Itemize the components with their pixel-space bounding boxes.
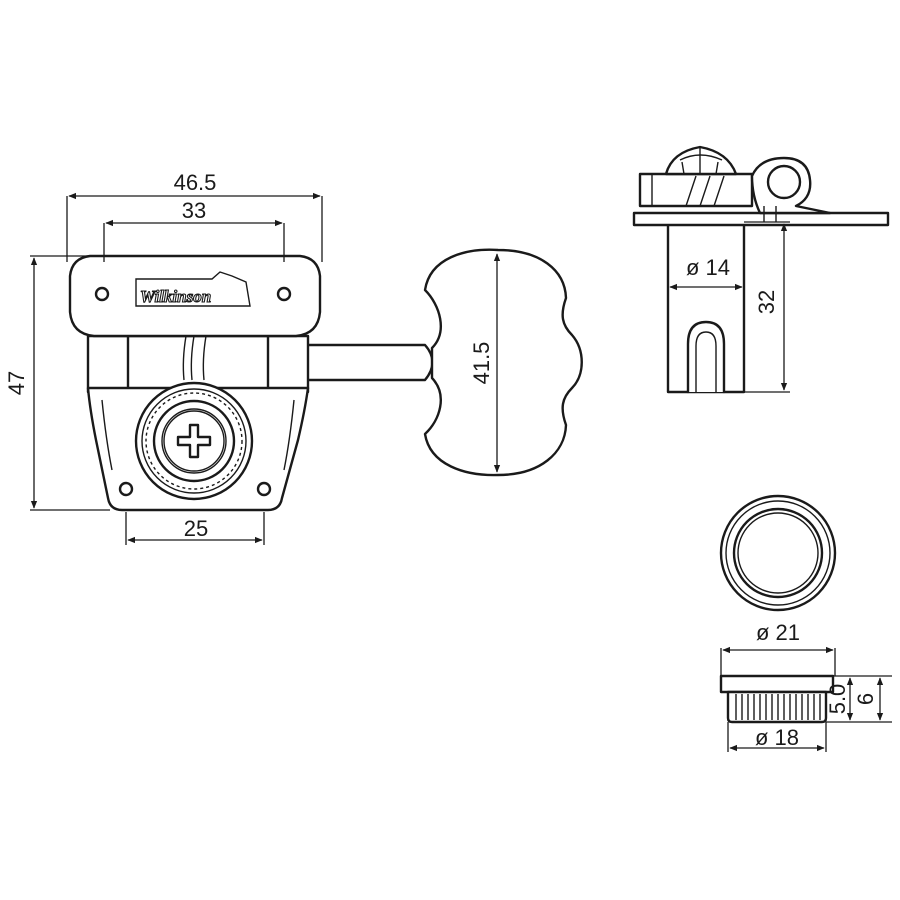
- bushing-top-view: [719, 494, 837, 612]
- top-right-screw-hole: [276, 286, 292, 302]
- phillips-screw-icon: [176, 423, 212, 459]
- dim-height: 47: [4, 371, 29, 395]
- top-left-screw-hole: [94, 286, 110, 302]
- dim-post-height: 32: [754, 290, 779, 314]
- dim-bushing-h1: 5.0: [825, 684, 850, 715]
- bottom-right-screw-hole: [256, 481, 272, 497]
- bushing-side-view: [719, 674, 835, 724]
- dim-bushing-outer: ø 21: [756, 620, 800, 645]
- front-dimension-lines: [30, 192, 501, 545]
- tuner-key-button: [423, 248, 583, 477]
- brand-logo: Wilkinson: [140, 287, 211, 306]
- tuner-side-view: [632, 145, 890, 394]
- dim-bushing-inner: ø 18: [755, 725, 799, 750]
- bushing-flange: [719, 674, 835, 694]
- dim-overall-width: 46.5: [174, 170, 217, 195]
- brand-logo-plate: [135, 271, 251, 307]
- dim-bushing-h2: 6: [853, 693, 878, 705]
- side-dimension-lines: [669, 221, 790, 393]
- dim-button-height: 41.5: [469, 342, 494, 385]
- dim-post-diameter: ø 14: [686, 255, 730, 280]
- dim-bottom-width: 25: [184, 516, 208, 541]
- tuner-shaft: [298, 343, 434, 382]
- tuner-top-plate: [68, 254, 322, 338]
- tuner-front-view: Wilkinson: [68, 248, 583, 512]
- bushing-dimension-lines: [720, 646, 892, 752]
- dim-screw-spacing: 33: [182, 198, 206, 223]
- gear-housing-side: [638, 172, 754, 208]
- bottom-left-screw-hole: [118, 481, 134, 497]
